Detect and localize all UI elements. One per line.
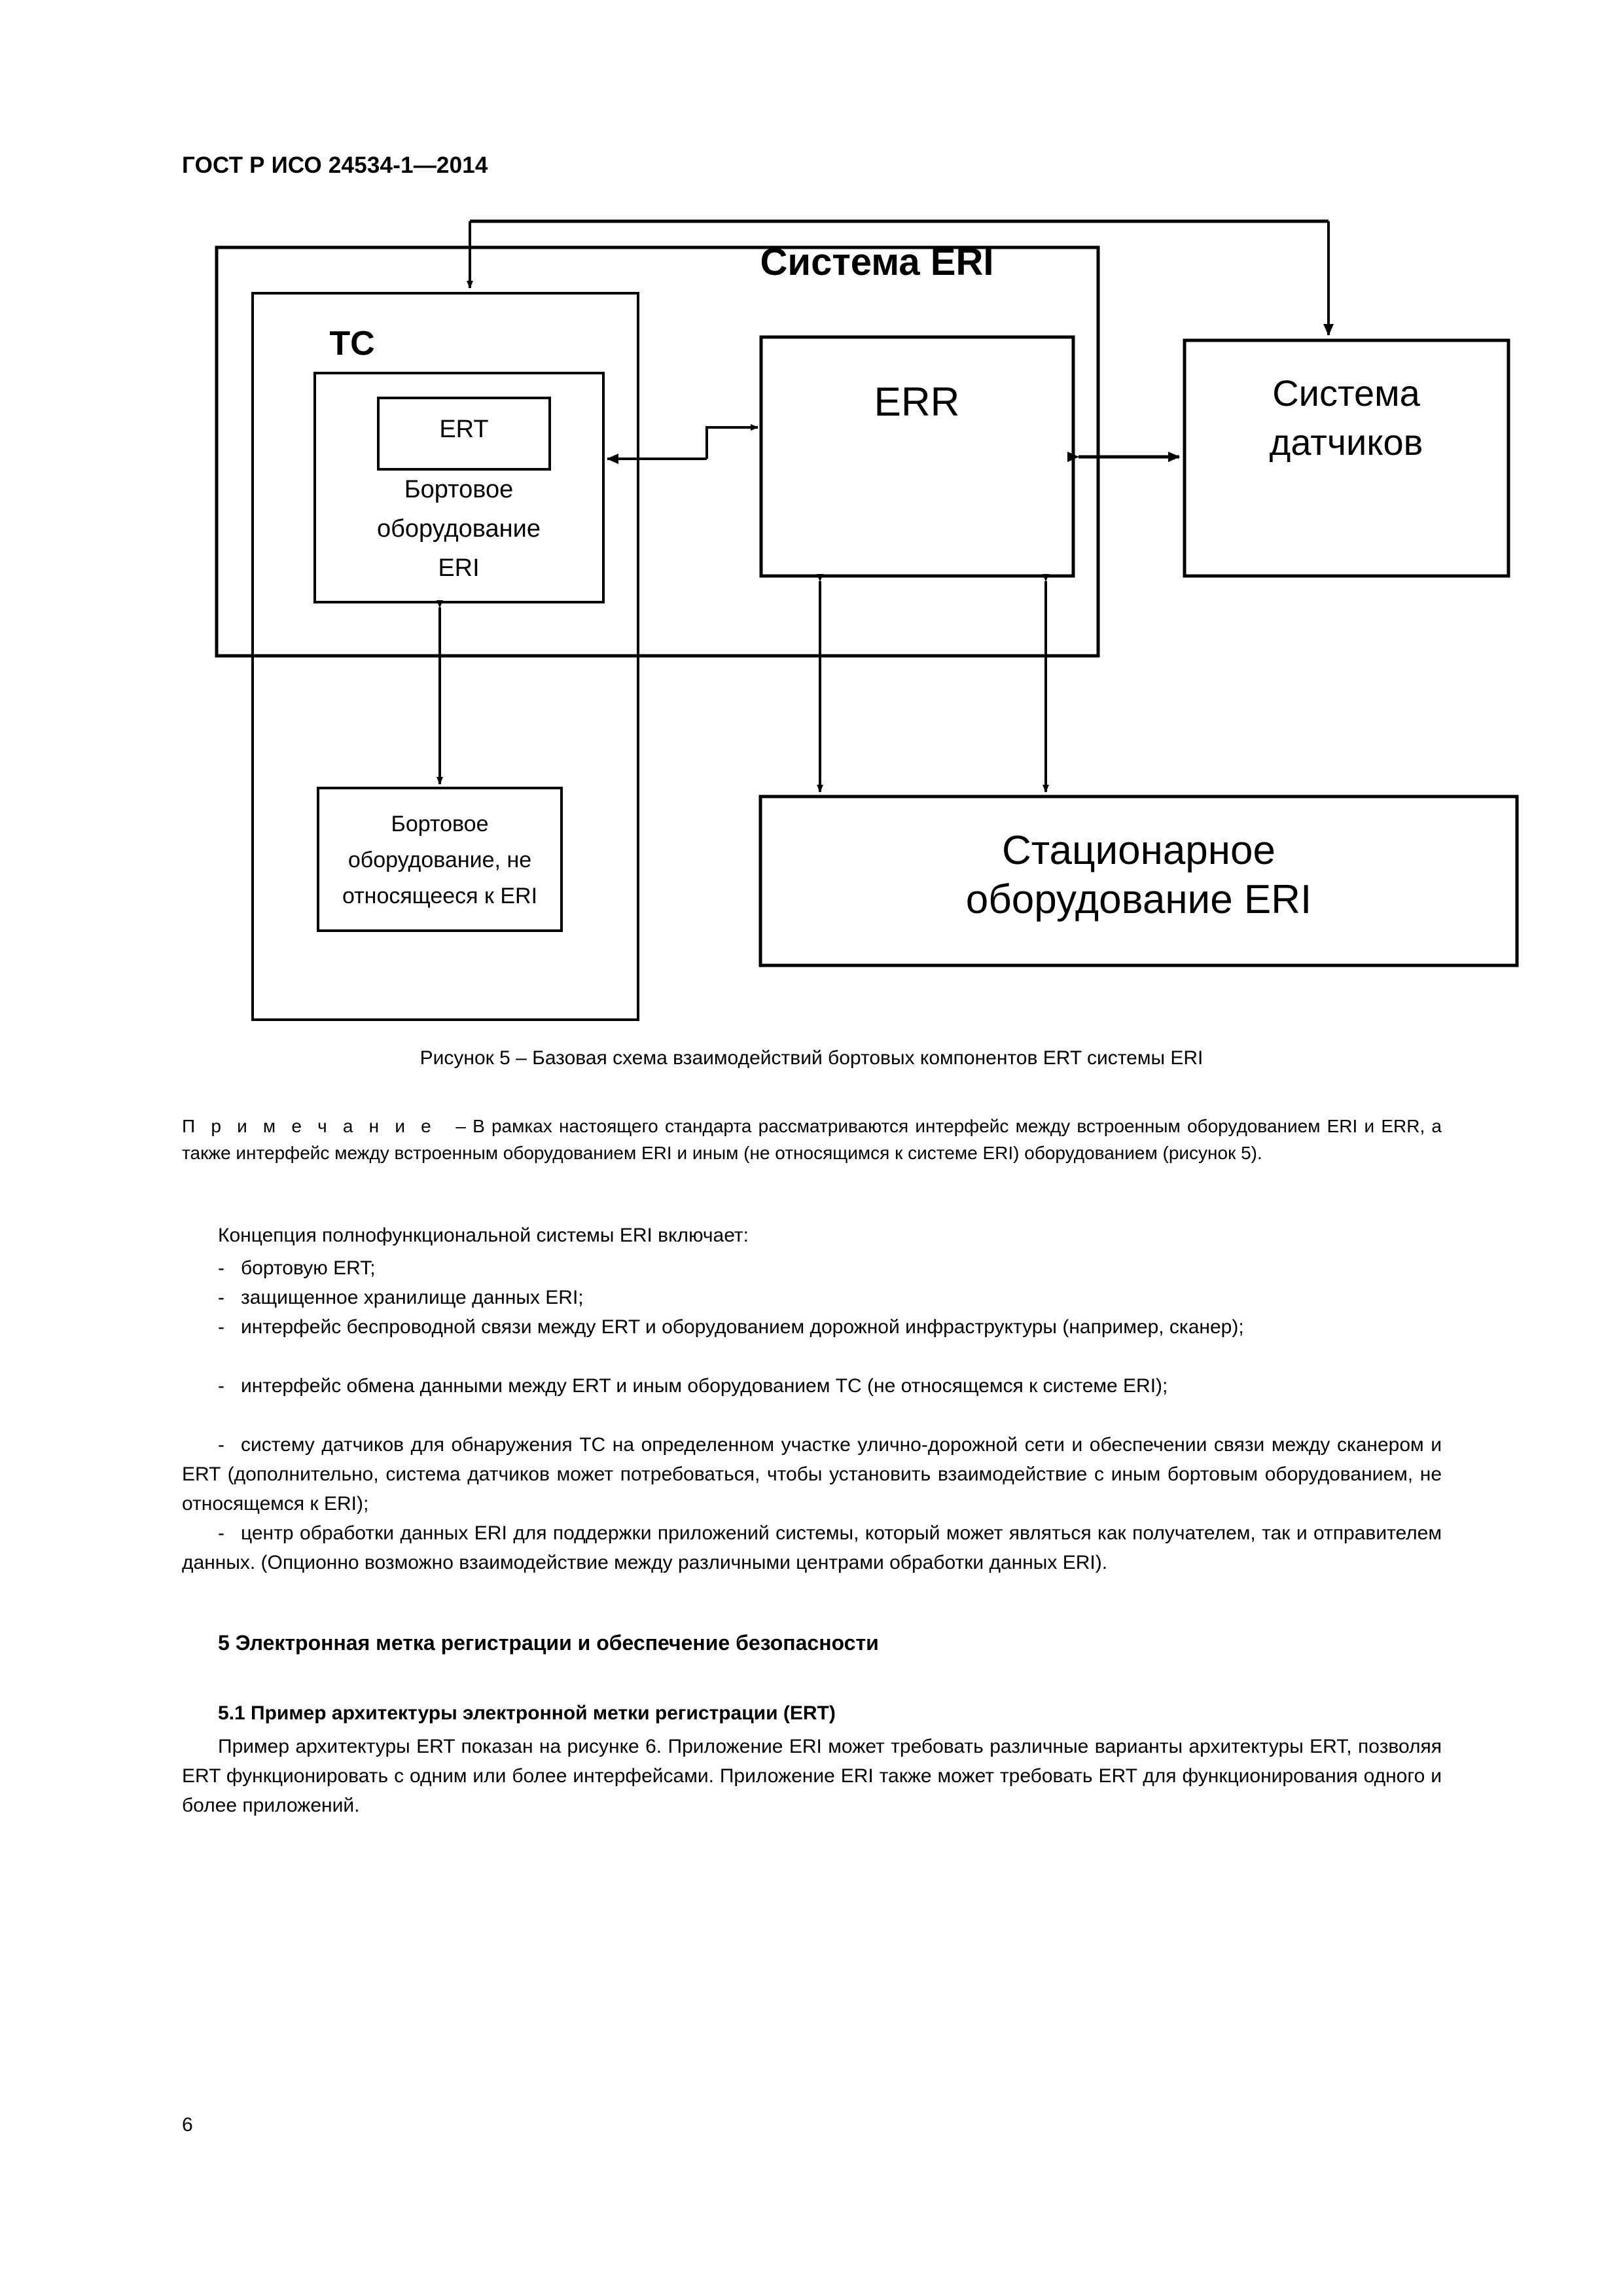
document-header-standard-id: ГОСТ Р ИСО 24534-1—2014 <box>182 152 488 178</box>
page-number: 6 <box>182 2114 193 2136</box>
section-5-1-paragraph: Пример архитектуры ERT показан на рисунк… <box>182 1732 1442 1820</box>
bullet-marker: - <box>218 1375 224 1397</box>
box-eri-system <box>215 245 1100 658</box>
label-non-eri-onboard-1: Бортовое <box>391 812 489 836</box>
label-onboard-eri-2: оборудование <box>377 515 541 543</box>
label-onboard-eri-3: ERI <box>438 554 479 582</box>
list-item-text: интерфейс обмена данными между ERT и ины… <box>241 1375 1168 1397</box>
label-non-eri-onboard-2: оборудование, не <box>348 848 531 872</box>
bullet-marker: - <box>218 1522 224 1544</box>
bullet-marker: - <box>218 1287 224 1308</box>
list-item: -систему датчиков для обнаружения ТС на … <box>182 1430 1442 1518</box>
box-roadside-eri <box>758 795 1519 967</box>
bullet-marker: - <box>218 1316 224 1338</box>
figure-caption: Рисунок 5 – Базовая схема взаимодействий… <box>0 1047 1623 1069</box>
note-dash: – <box>455 1116 466 1136</box>
list-item-text: систему датчиков для обнаружения ТС на о… <box>182 1434 1442 1515</box>
box-err <box>759 335 1075 578</box>
figure-caption-text: Рисунок 5 – Базовая схема взаимодействий… <box>419 1047 1204 1069</box>
label-non-eri-onboard-3: относящееся к ERI <box>342 884 537 908</box>
bullet-marker: - <box>218 1434 224 1456</box>
box-vehicle <box>251 292 639 1021</box>
label-onboard-eri-1: Бортовое <box>404 476 514 503</box>
box-onboard-eri <box>313 372 605 603</box>
note-label: П р и м е ч а н и е <box>182 1116 436 1136</box>
bullet-list: - бортовую ERT; - защищенное хранилище д… <box>182 1253 1442 1312</box>
lead-in-paragraph: Концепция полнофункциональной системы ER… <box>218 1225 749 1246</box>
note-block: П р и м е ч а н и е – В рамках настоящег… <box>182 1113 1442 1166</box>
label-err: ERR <box>874 380 960 425</box>
list-item: -интерфейс обмена данными между ERT и ин… <box>182 1371 1442 1401</box>
section-5-1-paragraph-text: Пример архитектуры ERT показан на рисунк… <box>182 1736 1442 1816</box>
label-sensor-system-2: датчиков <box>1270 422 1423 463</box>
note-text: В рамках настоящего стандарта рассматрив… <box>182 1116 1442 1163</box>
list-item-text: защищенное хранилище данных ERI; <box>241 1287 584 1308</box>
list-item: - защищенное хранилище данных ERI; <box>182 1283 1442 1312</box>
label-roadside-eri-1: Стационарное <box>1002 828 1275 873</box>
box-non-eri-onboard <box>317 787 563 932</box>
label-sensor-system-1: Система <box>1272 372 1420 414</box>
list-item-text: интерфейс беспроводной связи между ERT и… <box>241 1316 1244 1338</box>
connector-onboard-to-err <box>705 424 758 459</box>
section-5-heading: 5 Электронная метка регистрации и обеспе… <box>218 1631 879 1655</box>
figure-5-diagram: Система ERI ТС ERT Бортовое оборудование… <box>196 209 1551 1034</box>
list-item: -интерфейс беспроводной связи между ERT … <box>182 1312 1442 1342</box>
list-item-text: центр обработки данных ERI для поддержки… <box>182 1522 1442 1573</box>
label-vehicle: ТС <box>329 325 374 363</box>
label-ert: ERT <box>439 416 488 443</box>
label-roadside-eri-2: оборудование ERI <box>966 877 1312 922</box>
list-item: - бортовую ERT; <box>182 1253 1442 1283</box>
label-eri-system: Система ERI <box>760 241 994 283</box>
box-sensor-system <box>1183 338 1510 578</box>
section-5-1-heading: 5.1 Пример архитектуры электронной метки… <box>218 1702 836 1724</box>
box-ert <box>377 397 551 471</box>
list-item-text: бортовую ERT; <box>241 1257 376 1279</box>
bullet-marker: - <box>218 1257 224 1279</box>
eri-architecture-svg: Система ERI ТС ERT Бортовое оборудование… <box>215 219 1519 1021</box>
list-item: -центр обработки данных ERI для поддержк… <box>182 1518 1442 1577</box>
